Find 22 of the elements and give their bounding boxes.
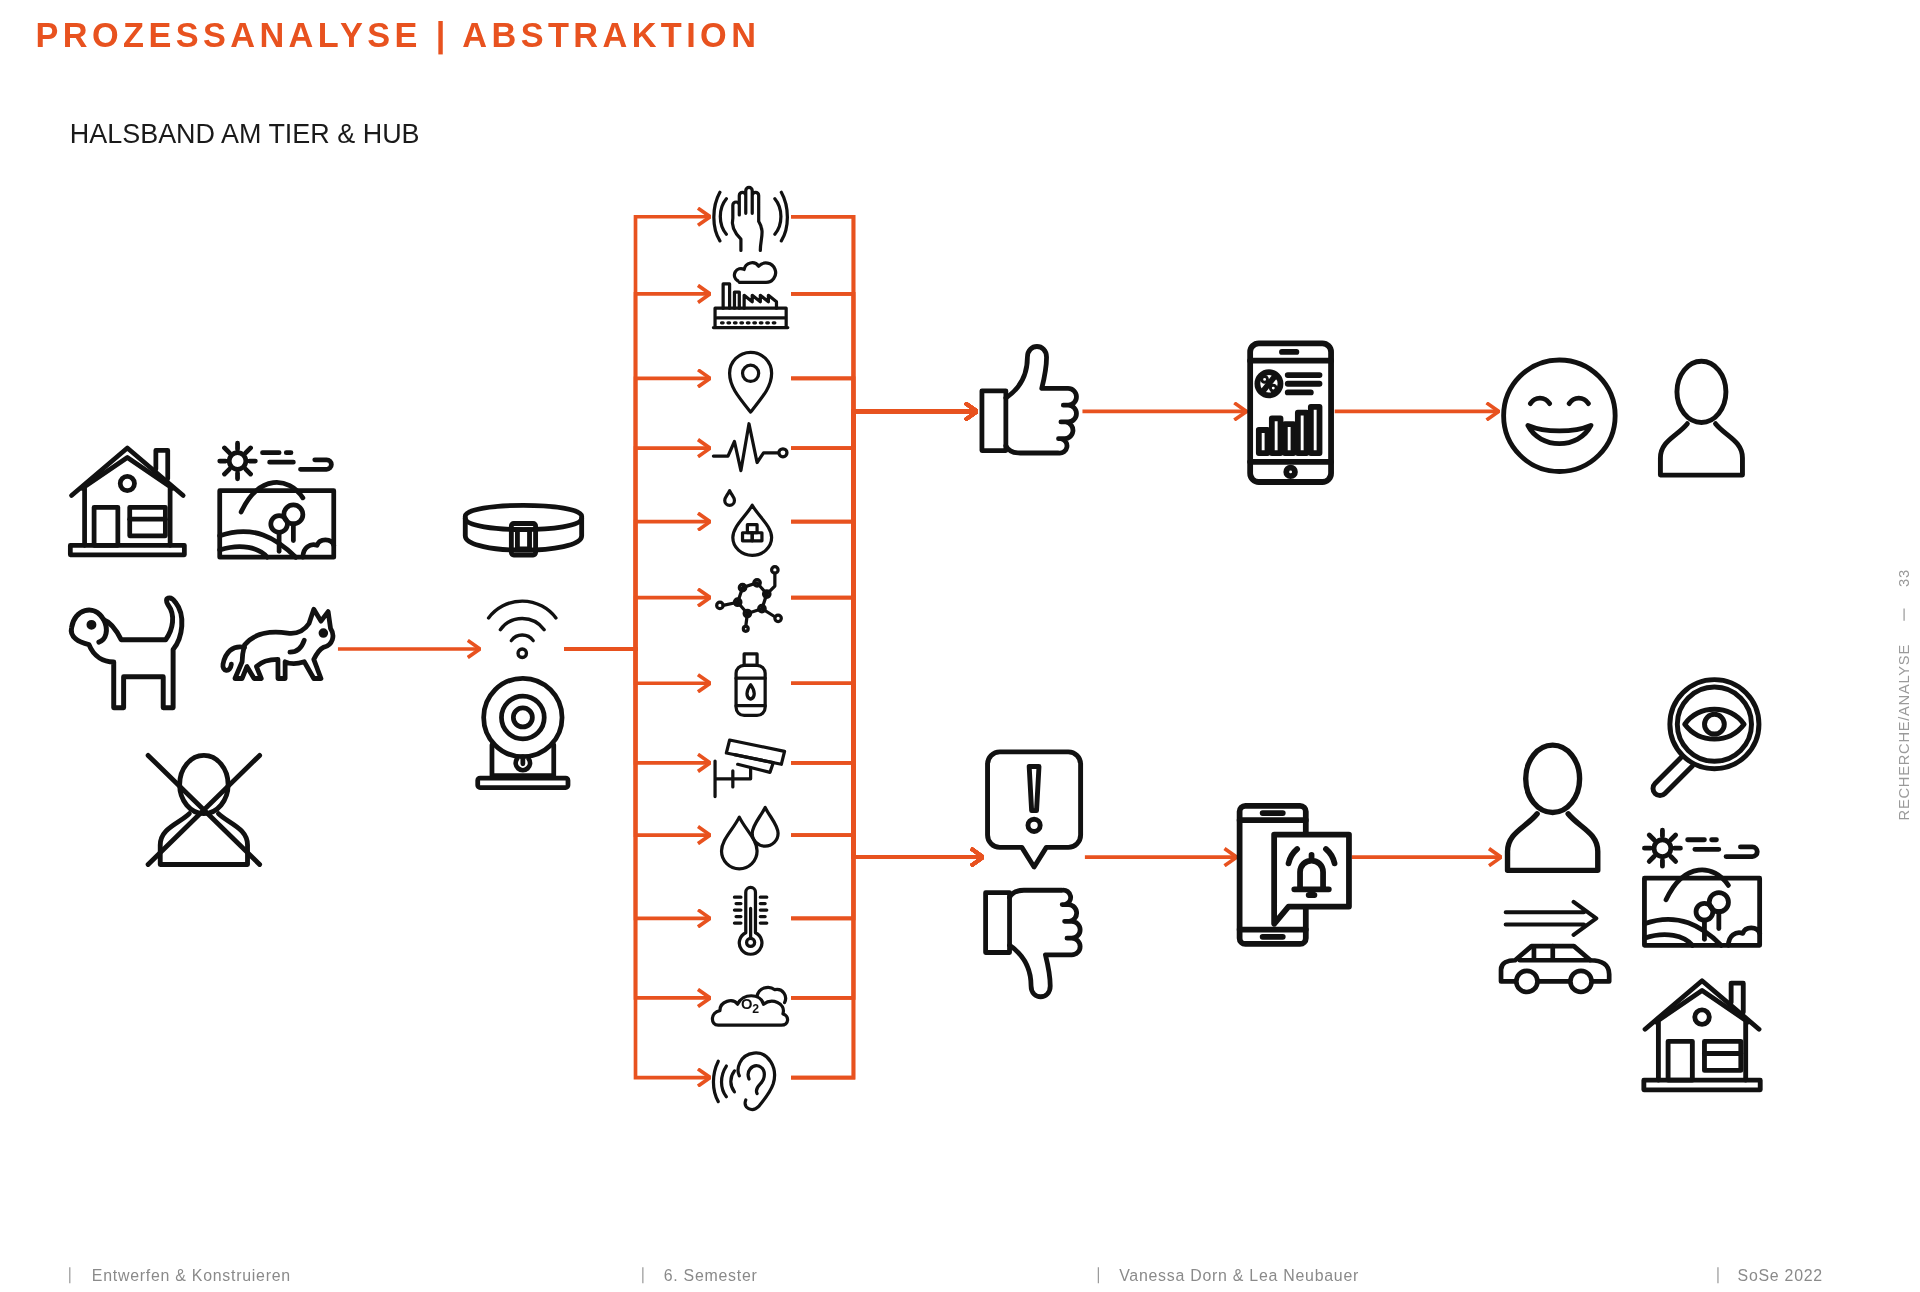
arrow: [337, 638, 482, 660]
factory-icon: [710, 259, 791, 330]
footer-text: SoSe 2022: [1737, 1266, 1823, 1285]
formula-text: O$_{2}$: [740, 997, 760, 1016]
footer-text: Entwerfen & Konstruieren: [91, 1266, 291, 1285]
arrow: [1082, 401, 1249, 422]
arrow: [791, 846, 986, 1080]
page-number: 33: [1895, 569, 1913, 587]
footer-text: 6. Semester: [663, 1266, 758, 1285]
arrow: [1351, 846, 1504, 868]
arrow: [564, 647, 713, 1088]
side-text: RECHERCHE/ANALYSE: [1895, 644, 1913, 821]
landscape-icon: [216, 440, 337, 560]
subtitle: HALSBAND AM TIER & HUB: [69, 118, 420, 151]
arrow: [1334, 401, 1501, 422]
smiley-icon: [1498, 355, 1620, 477]
phone-chart-icon: [1246, 340, 1335, 485]
phone-bell-icon: [1236, 802, 1352, 948]
exclamation-bubble-icon: [983, 749, 1085, 872]
footer-text: Vanessa Dorn & Lea Neubauer: [1119, 1266, 1360, 1285]
arrow: [1084, 846, 1239, 868]
title: PROZESSANALYSE | ABSTRAKTION: [35, 15, 761, 56]
